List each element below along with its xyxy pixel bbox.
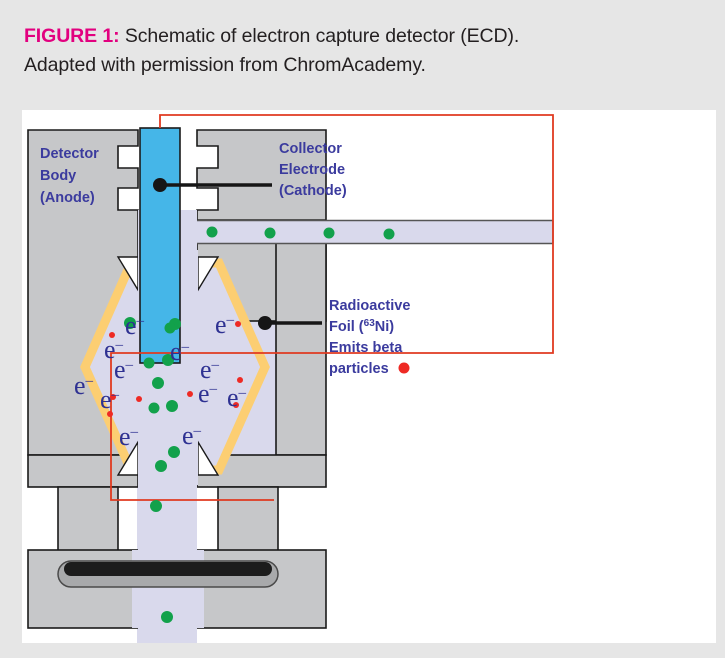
schematic-stage: e– e– e– e– e– e– e– e– e– e– e– e– [22,110,716,643]
beta-particle [233,402,239,408]
gas-molecule [161,611,173,623]
beta-particle [107,411,113,417]
beta-particle-legend-dot [398,362,410,374]
gas-molecule [323,227,335,239]
radioactive-foil-line-2: Foil (63Ni) [329,318,394,335]
chamber-funnel-notches [116,256,220,476]
caption-line-1: FIGURE 1: Schematic of electron capture … [24,22,701,51]
gas-molecule [152,377,164,389]
figure-caption: FIGURE 1: Schematic of electron capture … [0,0,725,102]
foil-isotope-superscript: 63 [364,318,376,329]
foil-isotope-pre: Foil ( [329,319,364,335]
beta-particle [136,396,142,402]
figure-number-label: FIGURE 1: [24,25,120,47]
label-collector-electrode: Collector Electrode (Cathode) [279,141,347,199]
collector-electrode-line-3: (Cathode) [279,183,347,199]
radioactive-foil-line-4: particles [329,361,389,377]
gas-molecule [162,354,174,366]
foil-isotope-post: Ni) [375,319,395,335]
gas-molecule [124,317,136,329]
collector-leader-dot [153,178,167,192]
seal-inner-band [64,562,272,576]
label-detector-body: Detector Body (Anode) [40,146,99,206]
circuit-wire-red [110,114,554,501]
gas-molecule [206,226,218,238]
carrier-gas-molecules [124,226,395,623]
gas-molecule [166,400,178,412]
caption-line-1-text: Schematic of electron capture detector (… [119,25,520,47]
leader-lines [153,178,322,330]
ecd-schematic-diagram: e– e– e– e– e– e– e– e– e– e– e– e– [27,114,554,643]
label-radioactive-foil: Radioactive Foil (63Ni) Emits beta parti… [329,298,410,377]
detector-body-line-3: (Anode) [40,190,95,206]
beta-particle [187,391,193,397]
foil-leader-dot [258,316,272,330]
carrier-gas-exit-overlay [138,221,553,243]
gas-molecule [383,228,395,240]
beta-particle [110,394,116,400]
detector-body-right-wall [275,242,327,456]
gas-molecule [150,500,162,512]
collector-electrode-line-2: Electrode [279,162,345,178]
gas-molecule [148,402,160,414]
gas-molecule [143,357,155,369]
collector-electrode-line-1: Collector [279,141,342,157]
detector-body-line-1: Detector [40,146,99,162]
figure-panel: e– e– e– e– e– e– e– e– e– e– e– e– [22,110,716,643]
gas-molecule [155,460,167,472]
radioactive-foil-line-1: Radioactive [329,298,410,314]
gas-molecule [264,227,276,239]
gas-molecule [168,446,180,458]
beta-particles [107,321,243,417]
detector-body-line-2: Body [40,168,76,184]
beta-particle [109,332,115,338]
caption-line-2: Adapted with permission from ChromAcadem… [24,54,426,76]
beta-particle [235,321,241,327]
bottom-seal-assembly [57,550,279,628]
beta-particle [237,377,243,383]
radioactive-foil-line-3: Emits beta [329,340,403,356]
gas-molecule [164,322,176,334]
